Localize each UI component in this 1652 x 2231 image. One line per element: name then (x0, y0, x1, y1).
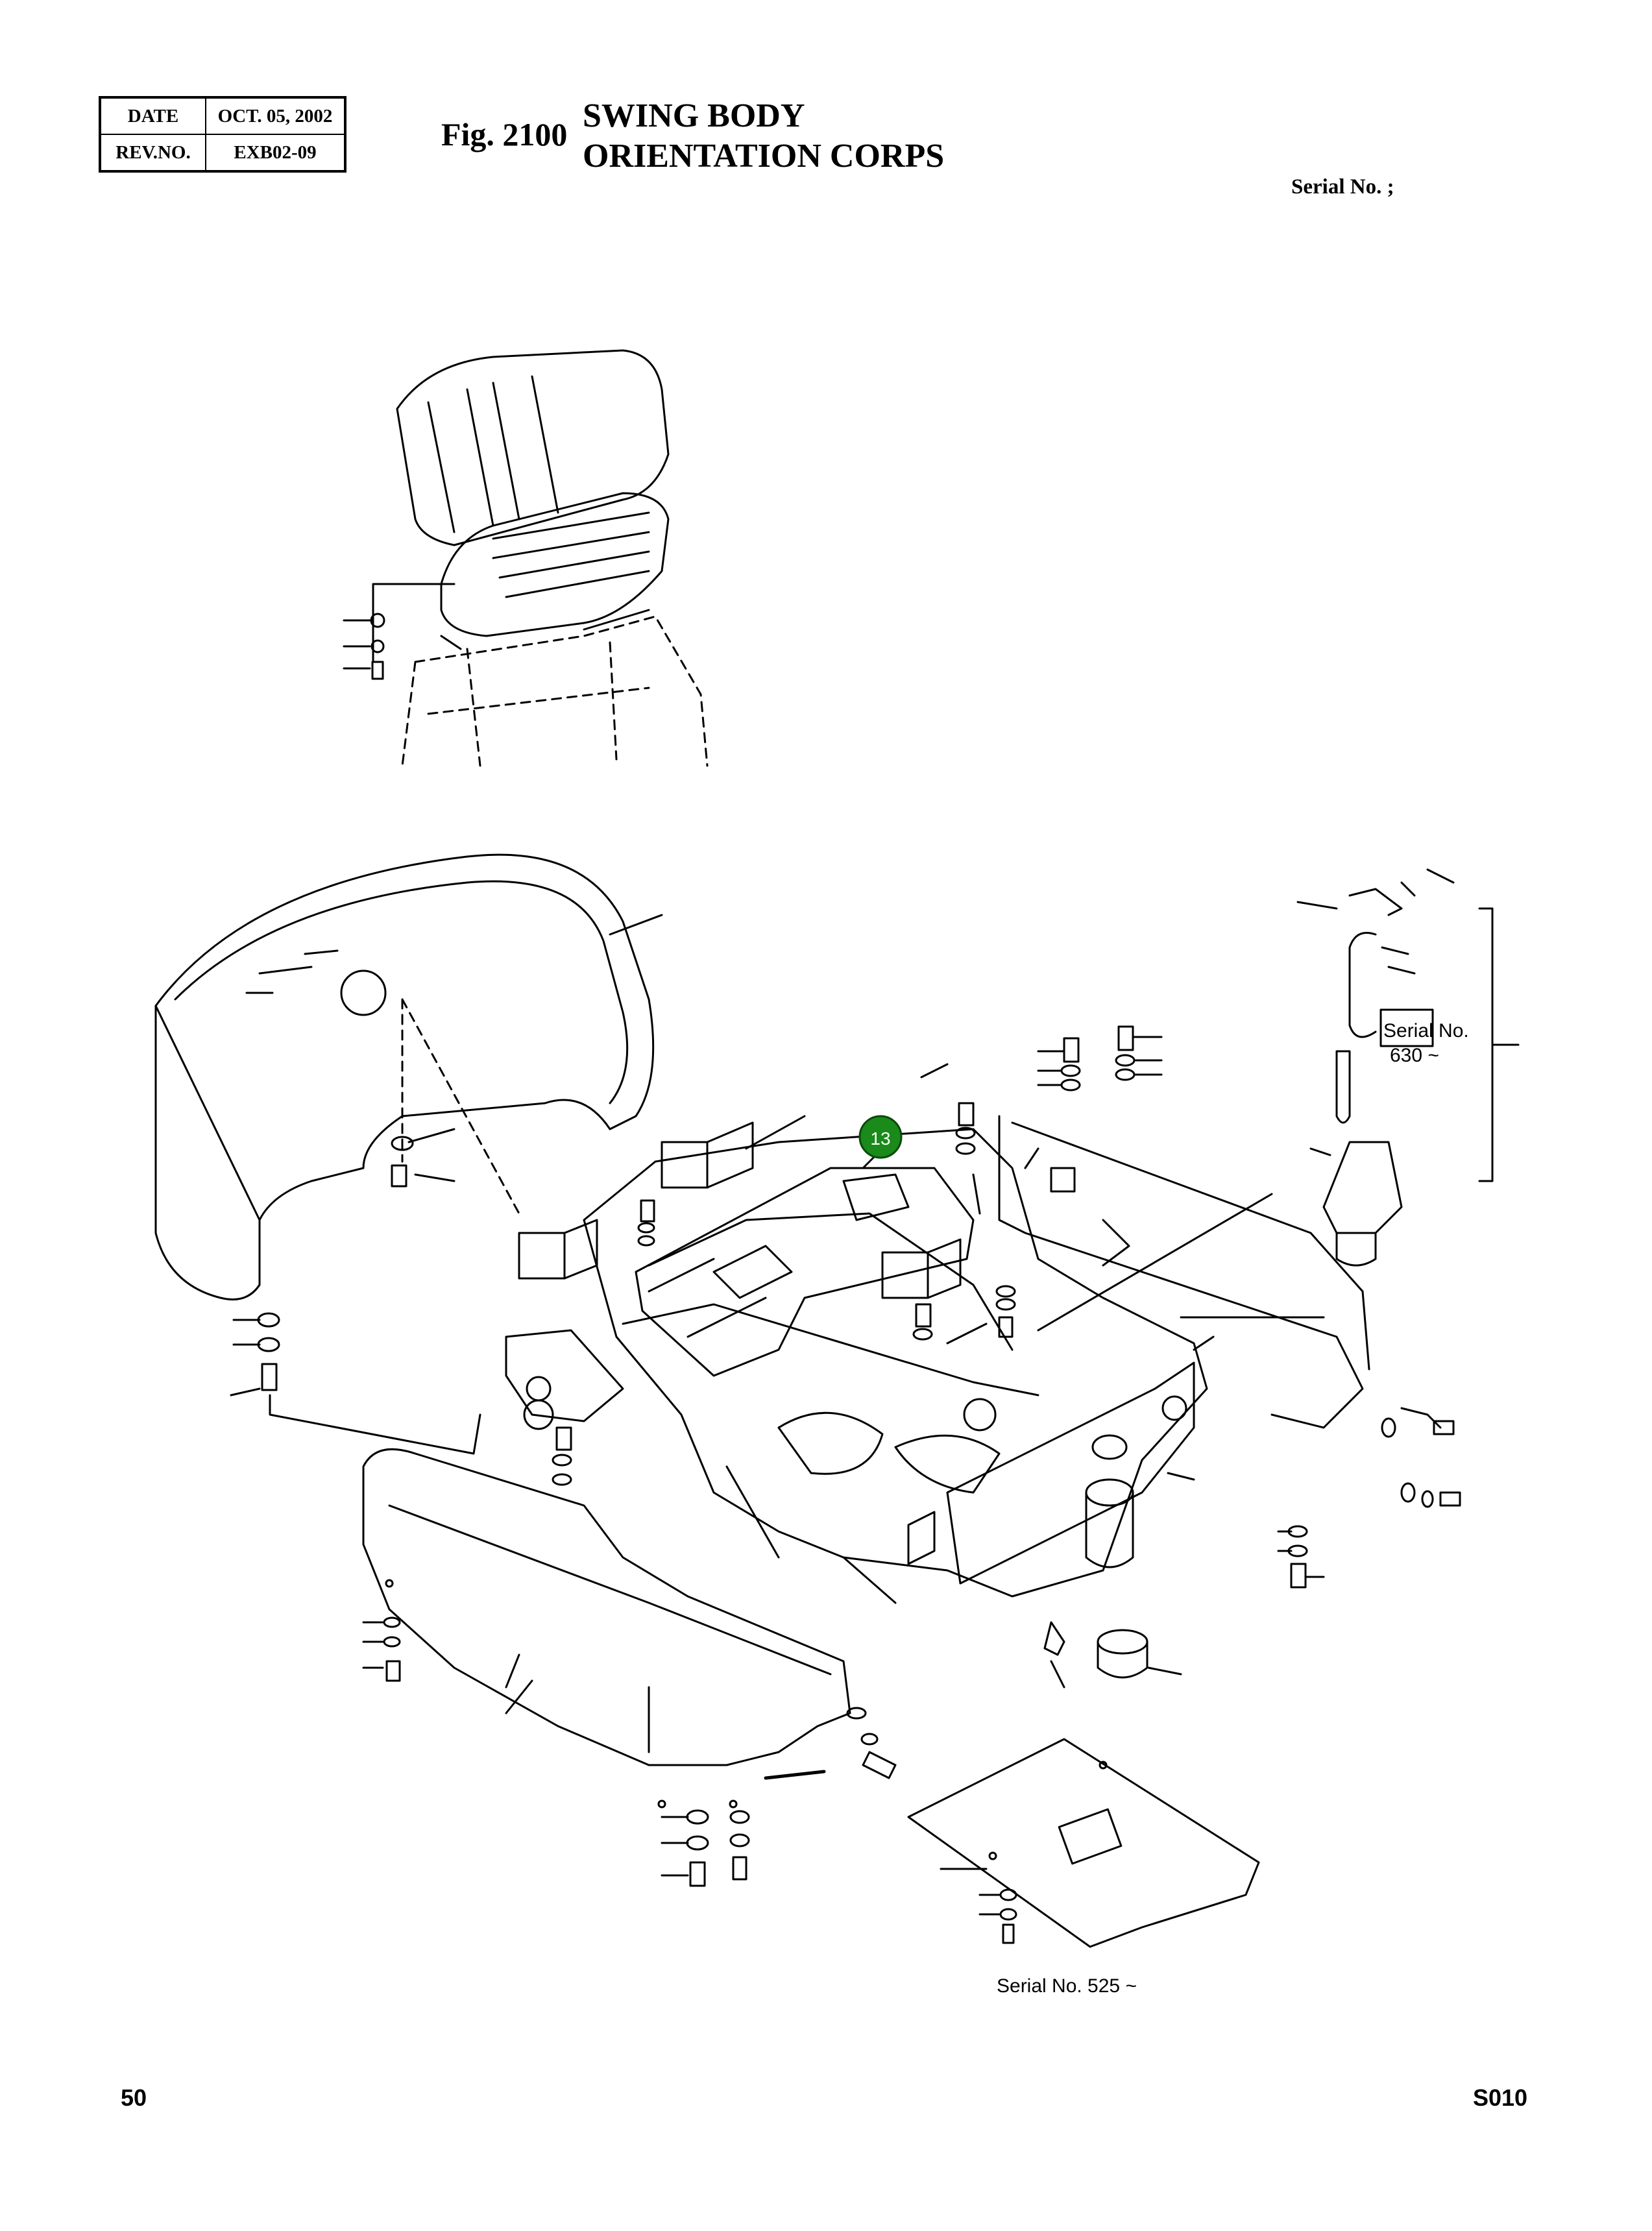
date-label: DATE (99, 97, 206, 135)
title-line-2: ORIENTATION CORPS (583, 138, 945, 175)
serial-note-630-line-1: Serial No. (1383, 1020, 1469, 1042)
callout-13-marker[interactable] (858, 1115, 903, 1159)
rev-label: REV.NO. (99, 134, 206, 172)
under-cover-drawing (362, 1448, 897, 1887)
operator-seat-drawing (343, 349, 709, 767)
section-code: S010 (1473, 2084, 1528, 2111)
figure-number: Fig. 2100 (441, 116, 568, 152)
serial-note-630-line-2: 630 ~ (1390, 1045, 1439, 1066)
lock-lever-drawing (1296, 868, 1520, 1267)
callout-13[interactable]: 13 (858, 1115, 903, 1159)
counterweight-drawing (154, 853, 663, 1455)
title-line-1: SWING BODY (583, 97, 805, 134)
rev-value: EXB02-09 (205, 134, 346, 172)
fastener-hardware (362, 1025, 1461, 1714)
revision-table: DATE OCT. 05, 2002 REV.NO. EXB02-09 (99, 96, 346, 173)
date-value: OCT. 05, 2002 (205, 97, 346, 135)
figure-title: SWING BODY ORIENTATION CORPS (583, 96, 944, 177)
bottom-plate-drawing (907, 1738, 1260, 1948)
callout-13-label: 13 (870, 1128, 890, 1149)
serial-label: Serial No. ; (1291, 175, 1394, 199)
swing-frame-drawing (505, 1115, 1370, 1679)
serial-note-525: Serial No. 525 ~ (997, 1975, 1137, 1997)
page-number: 50 (121, 2084, 147, 2111)
